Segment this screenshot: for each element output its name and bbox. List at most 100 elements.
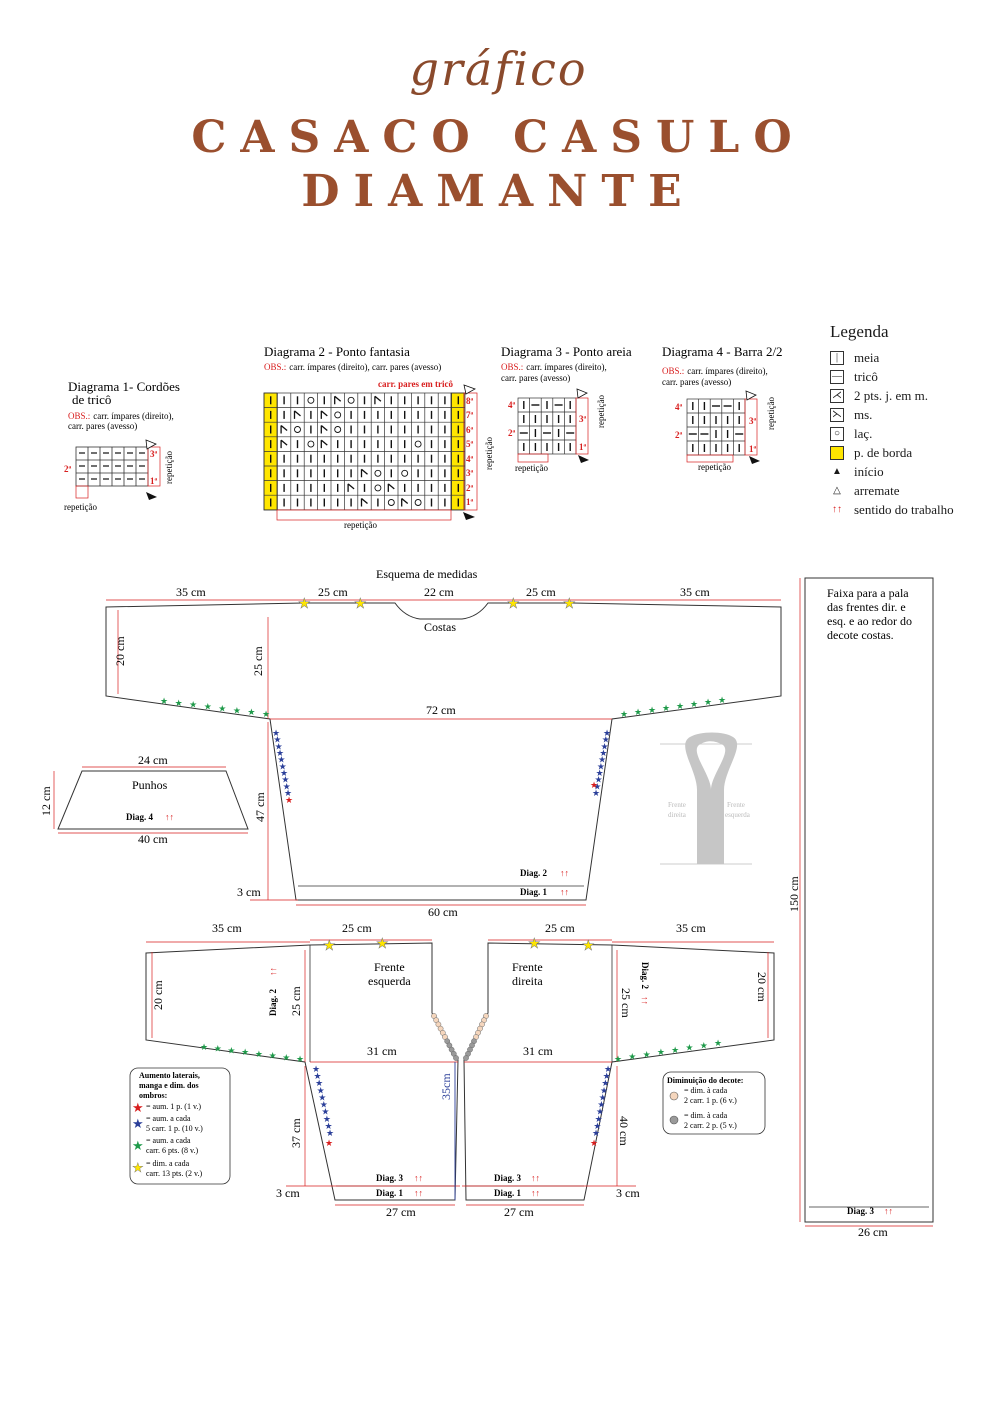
backBlue-star-8: ★	[283, 781, 291, 791]
d3-rep-h-label: repetição	[515, 463, 548, 473]
front-left-outline	[145, 942, 459, 1201]
frBlue-star-1: ★	[603, 1071, 611, 1081]
back-green-stars-icon: ★★★★★★★★★★★★★★★★	[160, 695, 726, 719]
flGreen-star-3: ★	[241, 1047, 249, 1057]
back-label: Costas	[424, 620, 456, 634]
band-text3: esq. e ao redor do	[827, 614, 912, 628]
backGreen-star-15: ★	[718, 695, 726, 705]
d1-dashes	[79, 452, 145, 480]
inc-green1: = aum. a cada	[146, 1136, 191, 1145]
dec-grey-circle-icon	[669, 1115, 679, 1125]
cuffs-m-bottom: 40 cm	[138, 832, 168, 846]
dec-b2: 2 carr. 2 p. (5 v.)	[684, 1121, 737, 1130]
front-left-m-sleeve-h: 20 cm	[151, 980, 165, 1010]
legend-label-arremate: arremate	[854, 482, 900, 498]
d4-row-2: 2ª	[675, 430, 683, 440]
assembly-fl1: Frente	[727, 801, 745, 809]
d2-rep-h	[276, 509, 452, 521]
d2-obs-label: OBS.:	[264, 362, 286, 372]
flBlue-star-8: ★	[324, 1121, 332, 1131]
back-m-width: 72 cm	[426, 703, 456, 717]
svg-text:★: ★	[323, 939, 336, 954]
backGreen-star-6: ★	[247, 707, 255, 717]
backGreen-star-0: ★	[160, 696, 168, 706]
inc-red1: = aum. 1 p. (1 v.)	[146, 1102, 201, 1111]
flBlue-star-0: ★	[312, 1064, 320, 1074]
svg-text:★: ★	[354, 597, 367, 612]
d2-rep-v	[463, 392, 478, 511]
cuffs-diag: Diag. 4	[126, 812, 154, 822]
back-m-sleeve-h: 20 cm	[113, 636, 127, 666]
back-m-yoke-h: 25 cm	[251, 646, 265, 676]
d2-row-2: 2ª	[466, 483, 474, 493]
frGreen-star-5: ★	[685, 1043, 693, 1053]
frGreen-star-4: ★	[671, 1045, 679, 1055]
legend-row-lac: ○laç.	[830, 424, 990, 443]
back-outline	[105, 602, 782, 901]
front-right-diag1: Diag. 1	[494, 1188, 522, 1198]
d4-row-1: 1ª	[749, 444, 757, 454]
svg-text:★: ★	[563, 597, 576, 612]
ms-symbol-icon: ⋋	[830, 407, 844, 422]
flBlue-star-2: ★	[315, 1078, 323, 1088]
flGreen-star-4: ★	[255, 1049, 263, 1059]
d3-row-3: 3ª	[579, 414, 587, 424]
diagram-2: Diagrama 2 - Ponto fantasia OBS.:carr. í…	[263, 344, 494, 530]
band-outline	[804, 577, 934, 1223]
d2-row-7: 7ª	[466, 410, 474, 420]
backBlue-star-19: ★	[592, 788, 600, 798]
finish-arrow-icon: △	[833, 485, 841, 496]
front-left-piece: 35 cm 25 cm Frente esquerda 20 cm 25 cm …	[145, 921, 460, 1219]
band-m-h: 150 cm	[787, 876, 801, 912]
backGreen-star-3: ★	[204, 702, 212, 712]
backBlue-star-0: ★	[272, 728, 280, 738]
front-right-label2: direita	[512, 974, 543, 988]
backGreen-star-13: ★	[690, 699, 698, 709]
backGreen-star-7: ★	[262, 709, 270, 719]
main-title-line1: CASACO CASULO	[191, 112, 806, 163]
inc-green-star-icon: ★	[132, 1138, 144, 1153]
assembly-fr1: Frente	[668, 801, 686, 809]
frGreen-star-1: ★	[628, 1052, 636, 1062]
d3-row-2: 2ª	[508, 428, 516, 438]
back-red-star-icon-0: ★	[285, 795, 293, 805]
diagram-4: Diagrama 4 - Barra 2/2 OBS.:carr. ímpare…	[662, 344, 783, 472]
legend-label-lac: laç.	[854, 425, 873, 441]
frGreen-star-6: ★	[700, 1040, 708, 1050]
d4-rep-v-label: repetição	[766, 397, 776, 430]
d1-obs1: carr. ímpares (direito),	[93, 411, 173, 421]
cuffs-m-h: 12 cm	[39, 786, 53, 816]
frBlue-star-3: ★	[600, 1085, 608, 1095]
d4-row-4: 4ª	[675, 402, 683, 412]
inc-red-star-icon: ★	[132, 1100, 144, 1115]
dec-b1: = dim. à cada	[684, 1111, 728, 1120]
legend-label-inicio: início	[854, 463, 884, 479]
frBlue-star-0: ★	[604, 1064, 612, 1074]
flGreen-star-0: ★	[200, 1042, 208, 1052]
backGreen-star-1: ★	[175, 698, 183, 708]
d3-obs-label: OBS.:	[501, 362, 523, 372]
front-right-label1: Frente	[512, 960, 543, 974]
backBlue-star-16: ★	[596, 768, 604, 778]
d3-rep-h	[517, 453, 549, 463]
d1-title1: Diagrama 1- Cordões	[68, 379, 180, 394]
backGreen-star-10: ★	[648, 705, 656, 715]
assembly-fr2: direita	[668, 811, 687, 819]
d1-start-arrow-icon	[146, 492, 157, 500]
back-dir-arrows-icon-1: ↑↑	[560, 868, 569, 878]
legend-label-sentido: sentido do trabalho	[854, 501, 954, 517]
d2-note: carr. pares em tricô	[378, 379, 453, 389]
front-left-diag2-arrows-icon: ↑↑	[268, 967, 278, 976]
d1-title2: de tricô	[72, 392, 111, 407]
legend-row-2pts: ⋌2 pts. j. em m.	[830, 386, 990, 405]
flGreen-star-1: ★	[214, 1044, 222, 1054]
backBlue-star-3: ★	[276, 748, 284, 758]
legend-row-sentido: ↑↑sentido do trabalho	[830, 500, 990, 519]
d1-row-1: 1ª	[150, 476, 158, 486]
front-right-piece: 25 cm 35 cm Frente direita 25 cm 20 cm 3…	[462, 921, 775, 1219]
inc-green2: carr. 6 pts. (8 v.)	[146, 1146, 198, 1155]
frBlue-star-5: ★	[597, 1100, 605, 1110]
backGreen-star-11: ★	[662, 703, 670, 713]
legend-row-trico: —tricô	[830, 367, 990, 386]
